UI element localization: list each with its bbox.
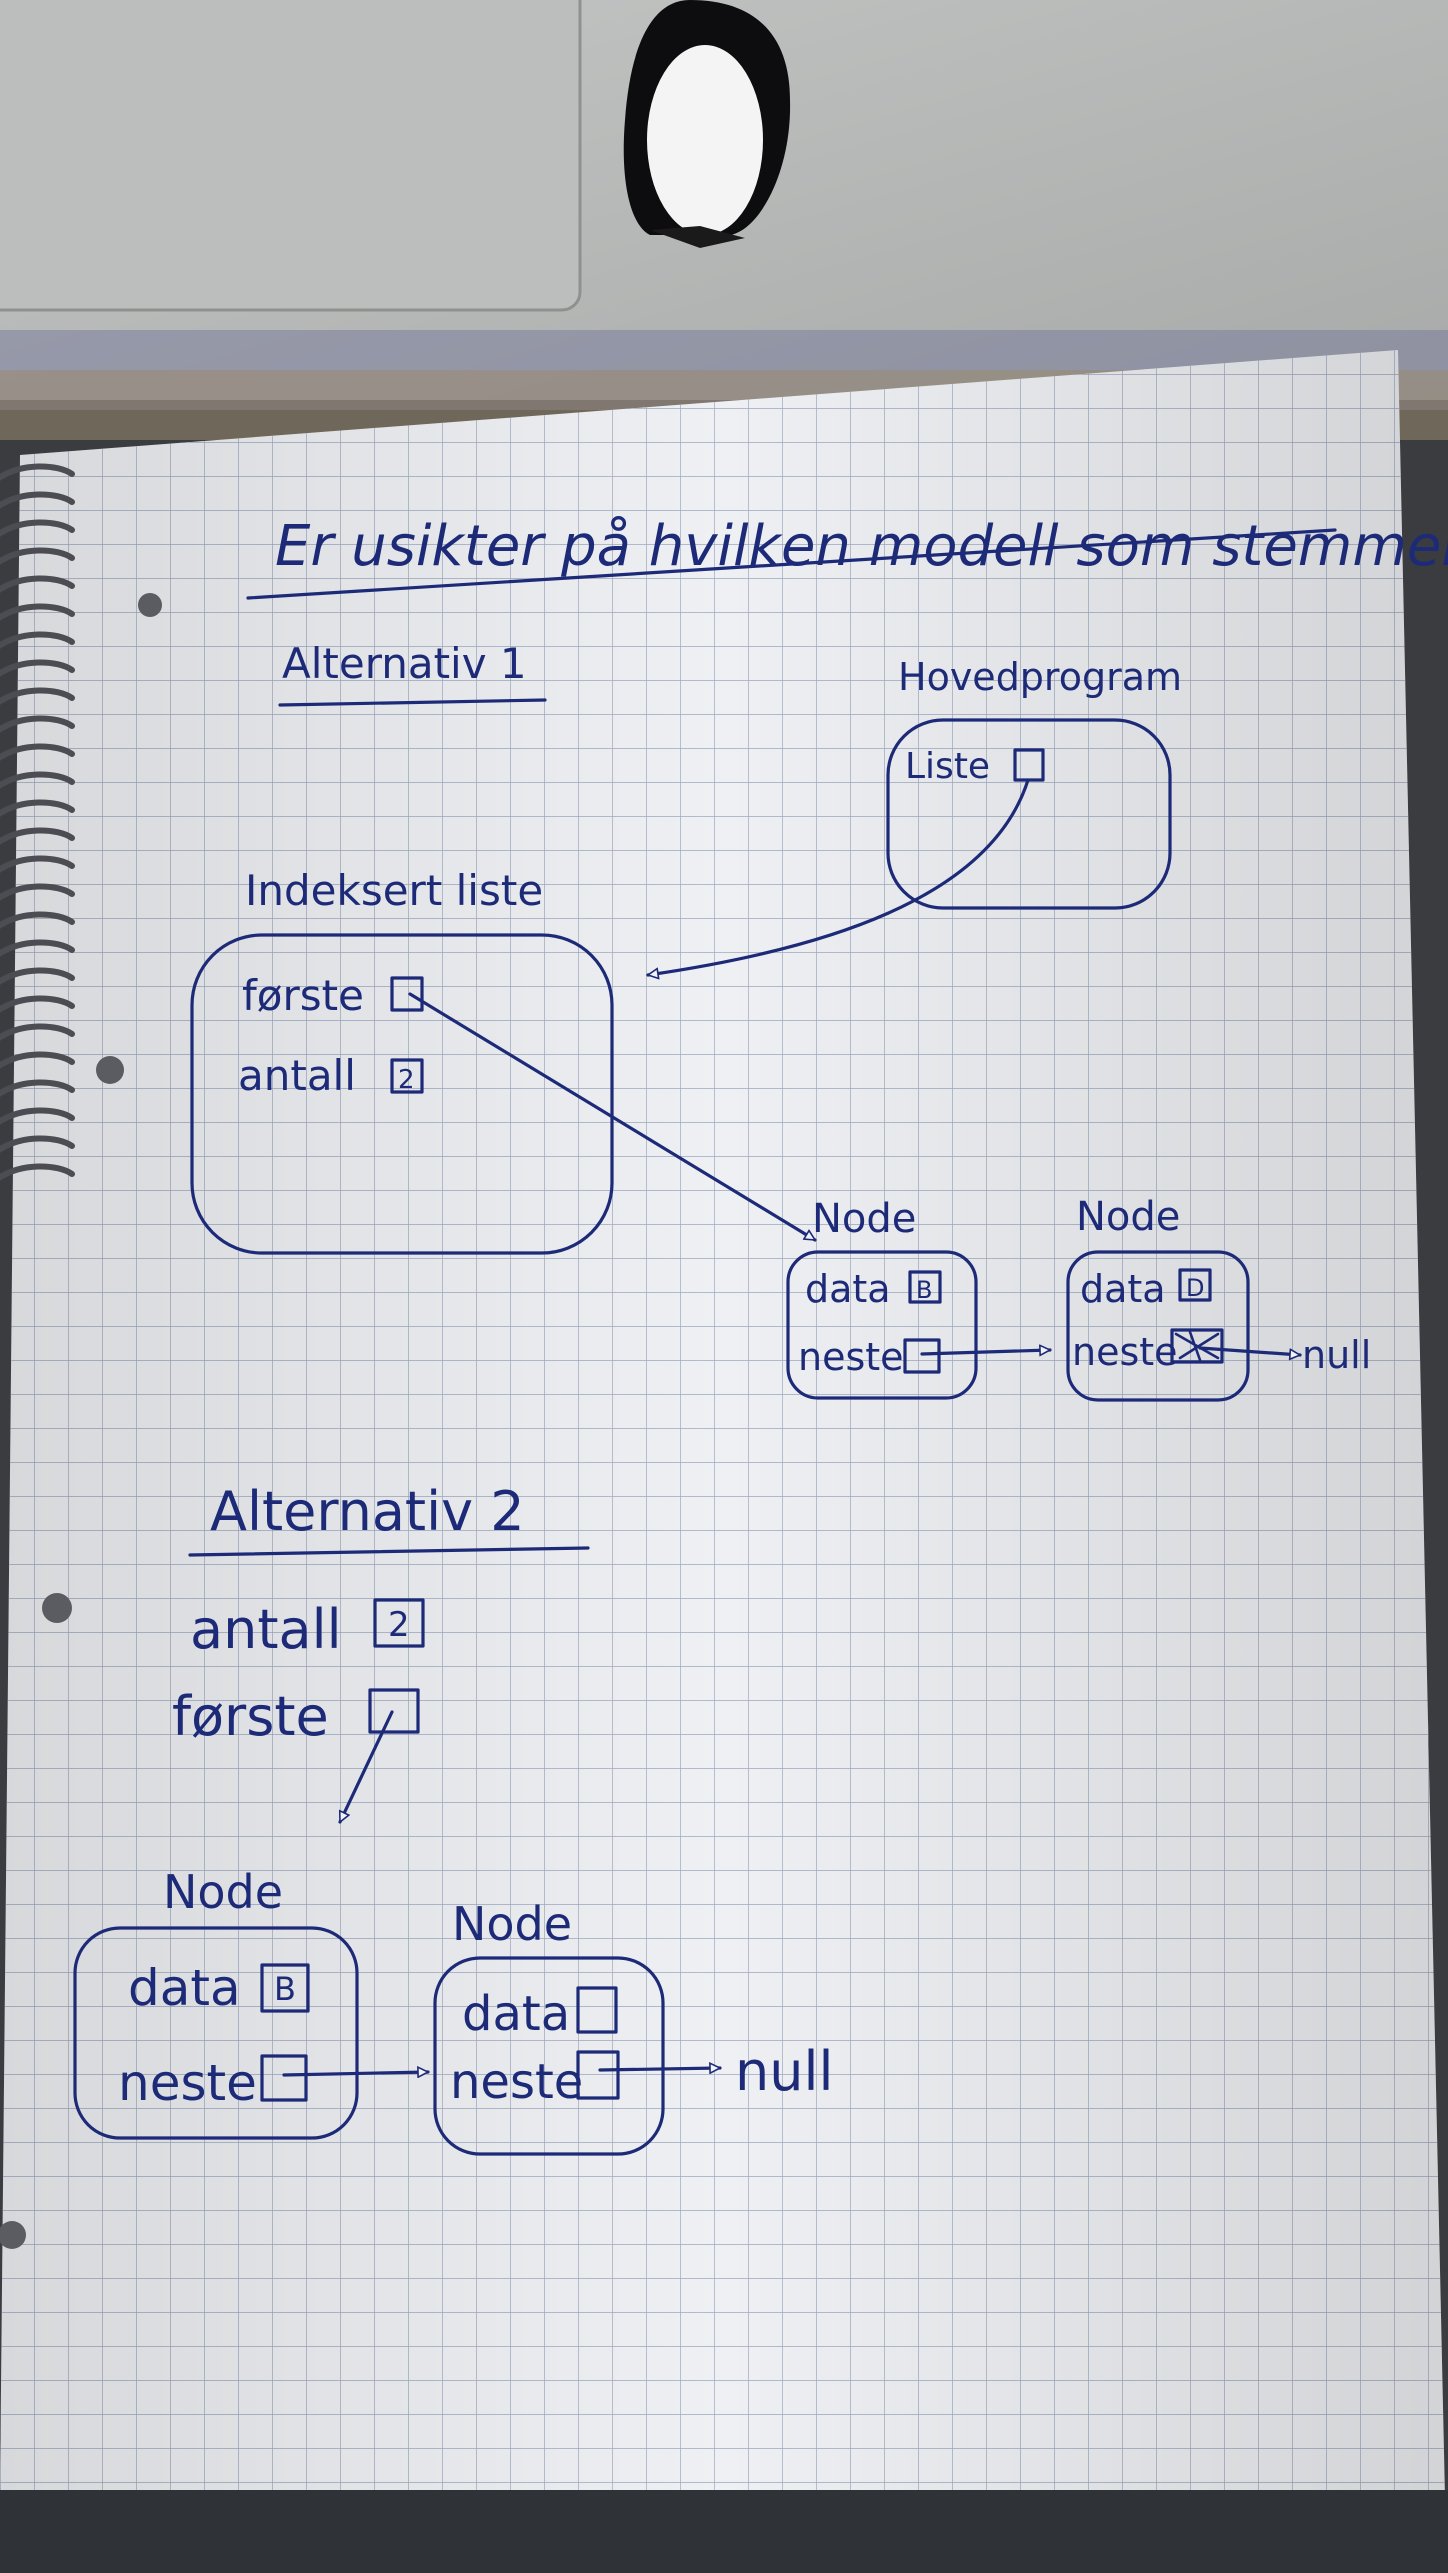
alt2-title: Alternativ 2 (210, 1480, 525, 1543)
penguin-sticker-icon (623, 0, 791, 248)
alt2-count-value: 2 (388, 1605, 410, 1645)
spiral-coil (0, 547, 75, 566)
spiral-coil (0, 1023, 75, 1042)
alt1-node1-next-box (903, 1338, 941, 1374)
punch-hole (96, 1056, 124, 1084)
alt1-node2-next-label: neste (1072, 1330, 1178, 1374)
spiral-coil (0, 1107, 75, 1126)
main-program-box (886, 718, 1172, 910)
arrow-alt2-node1-to-node2 (282, 2072, 430, 2075)
spiral-coil (0, 827, 75, 846)
punch-hole (0, 2221, 26, 2249)
alt2-first-ref-box (368, 1688, 420, 1734)
alt1-node2-data-label: data (1080, 1267, 1166, 1311)
spiral-coil (0, 519, 75, 538)
spiral-binding (0, 463, 75, 1182)
arrow-list-to-node1 (408, 992, 817, 1242)
main-program-title: Hovedprogram (898, 655, 1182, 699)
alt2-null-label: null (735, 2040, 833, 2103)
alt1-node1-data-label: data (805, 1267, 891, 1311)
spiral-coil (0, 715, 75, 734)
page-heading: Er usikter på hvilken modell som stemmer… (275, 514, 1448, 579)
alt1-node2-box (1066, 1250, 1250, 1402)
alternative-2: Alternativ 2 antall 2 første Node data B… (73, 1480, 833, 2156)
arrow-main-to-list (648, 778, 1030, 975)
alt2-node2-next-box (576, 2050, 620, 2100)
notebook-page (0, 350, 1448, 2573)
alt1-node1-title: Node (812, 1196, 916, 1242)
spiral-coil (0, 1135, 75, 1154)
spiral-coil (0, 855, 75, 874)
spiral-coil (0, 1079, 75, 1098)
alt1-node1-box (786, 1250, 978, 1400)
spiral-coil (0, 939, 75, 958)
arrow-alt2-node2-to-null (598, 2068, 722, 2070)
spiral-coil (0, 1163, 75, 1182)
alt1-node1-data-box (908, 1270, 942, 1304)
list-first-ref-box (390, 976, 424, 1012)
alt2-node2-data-box (576, 1986, 618, 2034)
alt2-node1-next-label: neste (118, 2054, 257, 2112)
spiral-coil (0, 1051, 75, 1070)
alt2-node1-next-box (260, 2054, 308, 2102)
indexed-list-box (190, 933, 614, 1255)
spiral-coil (0, 967, 75, 986)
spiral-coil (0, 575, 75, 594)
alt2-node1-box (73, 1926, 359, 2140)
list-count-value: 2 (398, 1065, 415, 1095)
alt1-node2-next-box (1170, 1328, 1224, 1364)
trackpad (0, 0, 582, 312)
spiral-coil (0, 491, 75, 510)
alternative-1: Alternativ 1 Hovedprogram Liste Indekser… (190, 639, 1371, 1402)
spiral-coil (0, 631, 75, 650)
spiral-coil (0, 687, 75, 706)
alt1-node2-title: Node (1076, 1194, 1180, 1240)
alt1-null-label: null (1302, 1333, 1371, 1377)
alt2-node1-data-value: B (274, 1970, 296, 2008)
alt1-node2-data-value: D (1186, 1274, 1204, 1302)
spiral-coil (0, 603, 75, 622)
alt2-node2-data-label: data (462, 1986, 570, 2042)
alt1-title: Alternativ 1 (282, 639, 527, 688)
alt1-node2-data-box (1178, 1268, 1212, 1302)
alt2-count-label: antall (190, 1598, 342, 1661)
spiral-coil (0, 883, 75, 902)
alt2-count-box (373, 1598, 425, 1648)
list-count-box (390, 1058, 424, 1094)
spiral-coil (0, 771, 75, 790)
alt2-node2-title: Node (452, 1897, 572, 1951)
spiral-coil (0, 743, 75, 762)
alt2-node1-title: Node (163, 1865, 283, 1919)
alt1-node1-data-value: B (916, 1276, 932, 1304)
punch-hole (138, 593, 162, 617)
arrow-node2-to-null (1198, 1346, 1302, 1355)
spiral-coil (0, 799, 75, 818)
alt2-node1-data-box (260, 1963, 310, 2013)
arrow-first-to-node1 (338, 1710, 394, 1822)
main-program-field-label: Liste (905, 746, 990, 787)
spiral-coil (0, 659, 75, 678)
alt2-node1-data-label: data (128, 1959, 241, 2017)
indexed-list-title: Indeksert liste (245, 866, 543, 915)
spiral-coil (0, 995, 75, 1014)
spiral-coil (0, 463, 75, 482)
list-count-label: antall (238, 1051, 356, 1100)
alt2-node2-next-label: neste (450, 2054, 583, 2110)
alt2-node2-box (433, 1956, 665, 2156)
punch-hole (42, 1593, 72, 1623)
arrow-node1-to-node2 (920, 1350, 1052, 1354)
alt2-first-label: første (172, 1685, 329, 1748)
spiral-coil (0, 911, 75, 930)
list-first-label: første (242, 971, 364, 1020)
alt1-node1-next-label: neste (798, 1335, 904, 1379)
